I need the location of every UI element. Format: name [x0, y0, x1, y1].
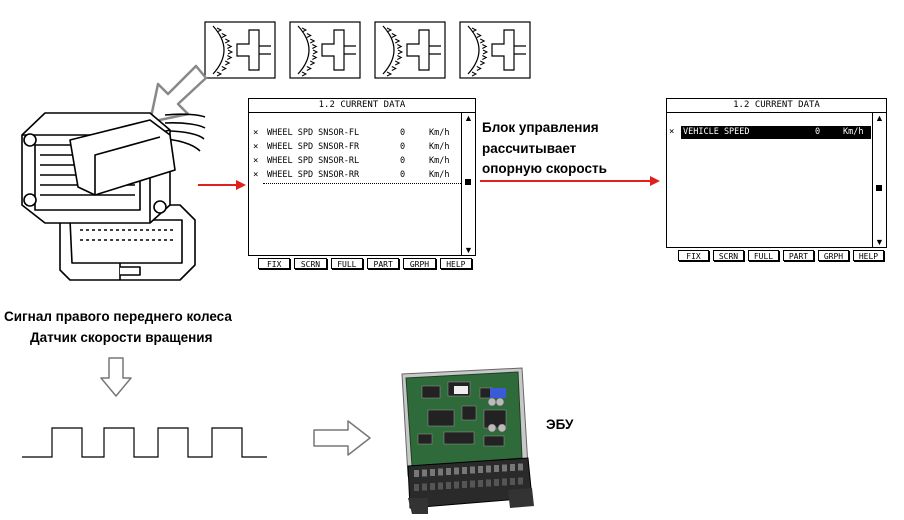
row-value: 0	[400, 170, 406, 180]
row-value: 0	[815, 127, 821, 137]
screen-title: 1.2 CURRENT DATA	[667, 99, 886, 113]
ecu-calc-label-3: опорную скорость	[482, 161, 607, 176]
row-value: 0	[400, 128, 406, 138]
ecu-calc-label-2: рассчитывает	[482, 141, 577, 156]
connector-icon	[21, 112, 206, 281]
softkey-help[interactable]: HELP	[853, 250, 884, 261]
row-marker-icon: ×	[253, 170, 259, 180]
red-arrow-connector-to-screen	[198, 180, 246, 190]
scroll-down-icon[interactable]: ▼	[464, 245, 473, 255]
scroll-thumb[interactable]	[465, 179, 471, 185]
row-name: WHEEL SPD SNSOR-FR	[267, 142, 360, 152]
signal-label-2: Датчик скорости вращения	[30, 330, 213, 345]
scanner-screen-wheel-speeds: 1.2 CURRENT DATA ▲ ▼ × WHEEL SPD SNSOR-FL…	[248, 98, 476, 256]
softkey-scrn[interactable]: SCRN	[713, 250, 744, 261]
row-marker-icon: ×	[253, 156, 259, 166]
ecu-board-icon	[401, 367, 534, 514]
pointer-arrow-icon	[148, 64, 208, 124]
right-arrow-icon	[313, 420, 371, 456]
softkey-full[interactable]: FULL	[748, 250, 779, 261]
scroll-up-icon[interactable]: ▲	[464, 113, 473, 123]
softkey-grph[interactable]: GRPH	[403, 258, 436, 269]
row-marker-icon: ×	[253, 128, 259, 138]
row-unit: Km/h	[429, 156, 450, 166]
row-name: VEHICLE SPEED	[683, 127, 750, 137]
softkey-full[interactable]: FULL	[330, 258, 363, 269]
data-row[interactable]: × WHEEL SPD SNSOR-FR 0 Km/h	[253, 141, 461, 154]
softkey-help[interactable]: HELP	[439, 258, 472, 269]
ecu-label: ЭБУ	[546, 417, 574, 432]
signal-label-1: Сигнал правого переднего колеса	[4, 309, 232, 324]
screen-title: 1.2 CURRENT DATA	[249, 99, 475, 113]
row-unit: Km/h	[429, 170, 450, 180]
row-name: WHEEL SPD SNSOR-FL	[267, 128, 360, 138]
data-row[interactable]: × WHEEL SPD SNSOR-RL 0 Km/h	[253, 155, 461, 168]
softkey-fix[interactable]: FIX	[258, 258, 291, 269]
scrollbar[interactable]: ▲ ▼	[461, 113, 475, 255]
row-marker-icon: ×	[253, 142, 259, 152]
row-unit: Km/h	[843, 127, 864, 137]
down-arrow-icon	[100, 357, 132, 397]
row-separator	[263, 183, 461, 184]
scroll-up-icon[interactable]: ▲	[875, 113, 884, 123]
square-wave-signal	[22, 427, 267, 458]
ecu-calc-label-1: Блок управления	[482, 120, 599, 135]
row-value: 0	[400, 142, 406, 152]
row-unit: Km/h	[429, 128, 450, 138]
row-name: WHEEL SPD SNSOR-RR	[267, 170, 360, 180]
softkey-fix[interactable]: FIX	[678, 250, 709, 261]
wheel-sensor-icon	[204, 21, 276, 79]
row-marker-icon: ×	[669, 127, 675, 137]
softkey-bar-right: FIX SCRN FULL PART GRPH HELP	[678, 250, 884, 262]
wheel-sensor-icon	[459, 21, 531, 79]
softkey-grph[interactable]: GRPH	[818, 250, 849, 261]
scanner-screen-vehicle-speed: 1.2 CURRENT DATA ▲ ▼ × VEHICLE SPEED 0 Km/h	[666, 98, 887, 248]
softkey-part[interactable]: PART	[367, 258, 400, 269]
data-row[interactable]: × WHEEL SPD SNSOR-FL 0 Km/h	[253, 127, 461, 140]
scroll-thumb[interactable]	[876, 185, 882, 191]
row-name: WHEEL SPD SNSOR-RL	[267, 156, 360, 166]
softkey-part[interactable]: PART	[783, 250, 814, 261]
data-row[interactable]: × WHEEL SPD SNSOR-RR 0 Km/h	[253, 169, 461, 182]
scroll-down-icon[interactable]: ▼	[875, 237, 884, 247]
data-row[interactable]: × VEHICLE SPEED 0 Km/h	[669, 126, 871, 139]
scrollbar[interactable]: ▲ ▼	[872, 113, 886, 247]
row-value: 0	[400, 156, 406, 166]
wheel-sensor-icon	[374, 21, 446, 79]
row-unit: Km/h	[429, 142, 450, 152]
softkey-scrn[interactable]: SCRN	[294, 258, 327, 269]
red-arrow-screen-to-screen	[480, 176, 660, 186]
wheel-sensor-icon	[289, 21, 361, 79]
